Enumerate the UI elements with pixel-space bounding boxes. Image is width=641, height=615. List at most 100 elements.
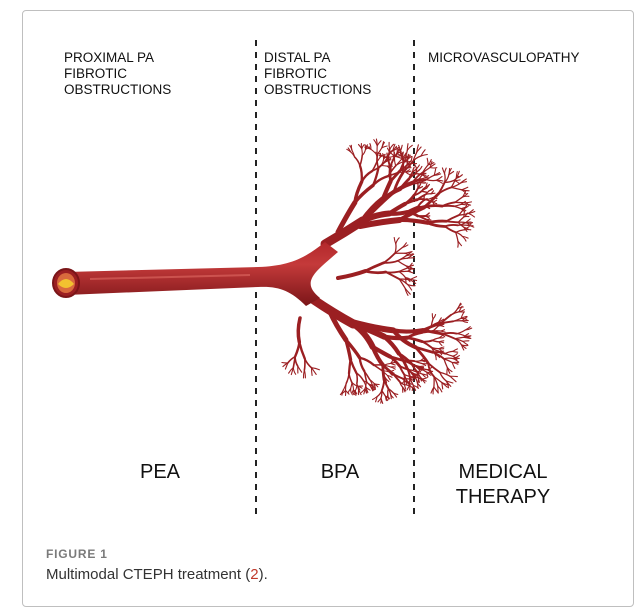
vessel-branch: [445, 225, 458, 227]
vessel-branch: [430, 168, 437, 169]
vessel-branch: [427, 180, 437, 181]
vessel-branch: [411, 157, 412, 161]
vessel-branch: [393, 330, 423, 331]
vessel-branch: [445, 227, 456, 233]
vessel-branch: [298, 318, 300, 342]
vessel-branch: [356, 373, 357, 383]
vessel-branch: [456, 230, 465, 233]
vessel-branch: [461, 204, 466, 205]
vessel-branch: [420, 166, 422, 169]
vessel-branch: [455, 197, 463, 203]
vessel-branch: [396, 238, 399, 244]
vessel-branch: [293, 368, 295, 375]
vessel-branch: [450, 376, 456, 381]
vessel-branch: [403, 159, 404, 173]
vessel-branch: [401, 145, 403, 151]
vessel-branch: [424, 206, 442, 208]
vessel-branch: [417, 165, 420, 168]
vessel-branch: [463, 196, 469, 197]
vessel-branch: [349, 360, 351, 374]
vessel-branch: [421, 191, 427, 192]
vessel-branch: [446, 215, 459, 221]
treatment-bpa: BPA: [285, 460, 395, 485]
vessel-branch: [404, 374, 405, 380]
vessel-branch: [391, 395, 392, 399]
vessel-branch: [453, 354, 457, 357]
vessel-branch: [400, 220, 428, 223]
vessel-branch: [432, 314, 433, 319]
vessel-branch: [303, 370, 304, 378]
main-pulmonary-artery: [53, 242, 338, 306]
vessel-branch: [463, 341, 468, 344]
vessel-branch: [382, 380, 384, 391]
treatment-medical-therapy: MEDICAL THERAPY: [428, 460, 578, 510]
vessel-branch: [304, 359, 305, 370]
vessel-branch: [394, 157, 395, 166]
vessel-branch: [351, 383, 352, 389]
region-title-proximal: PROXIMAL PA FIBROTIC OBSTRUCTIONS: [64, 50, 171, 98]
vessel-branch: [389, 212, 407, 214]
vessel-branch: [388, 389, 389, 395]
vessel-branch: [456, 330, 465, 334]
vessel-branch: [445, 354, 453, 357]
vessel-branch: [427, 158, 428, 165]
vessel-branch: [445, 351, 452, 353]
vessel-branch: [463, 341, 469, 342]
vessel-branch: [394, 150, 395, 157]
vessel-branch: [398, 258, 408, 261]
vessel-branch: [433, 315, 436, 320]
vessel-branch: [431, 193, 435, 194]
vessel-branch: [407, 258, 414, 259]
vessel-branch: [351, 145, 352, 150]
vessel-branch: [440, 331, 445, 332]
vessel-branch: [346, 373, 349, 383]
vessel-branch: [415, 164, 417, 168]
vessel-branch: [435, 354, 436, 359]
vessel-branch: [378, 158, 387, 168]
vessel-branch: [399, 272, 405, 278]
vessel-branch: [445, 168, 447, 173]
vessel-branch: [447, 368, 448, 375]
reference-link[interactable]: 2: [250, 566, 258, 583]
vessel-branch: [453, 351, 458, 352]
vessel-branch: [391, 363, 396, 365]
vessel-branch: [428, 223, 446, 227]
vessel-branch: [362, 149, 363, 156]
vessel-branch: [425, 194, 431, 195]
vessel-branch: [362, 145, 365, 149]
vessel-branch: [396, 157, 401, 159]
vessel-branch: [398, 261, 407, 266]
vessel-branch: [453, 321, 462, 322]
vessel-branch: [360, 156, 362, 166]
vessel-branch: [432, 340, 439, 342]
vessel-branch: [312, 368, 313, 376]
vessel-branch: [377, 155, 378, 168]
vessel-branch: [462, 187, 468, 190]
vessel-branch: [446, 221, 458, 222]
vessel-branch: [405, 200, 417, 204]
vessel-branch: [305, 359, 312, 368]
figure-caption: Multimodal CTEPH treatment (2).: [46, 566, 268, 583]
vessel-branch: [355, 157, 360, 166]
vessel-branch: [456, 334, 465, 337]
vessel-branch: [445, 173, 446, 182]
vessel-branch: [298, 366, 302, 372]
vessel-branch: [365, 271, 386, 273]
vessel-branch: [389, 142, 390, 149]
vessel-branch: [355, 383, 357, 390]
vessel-branch: [451, 187, 461, 189]
vessel-branch: [362, 171, 373, 182]
vessel-branch: [295, 342, 299, 357]
figure-label: FIGURE 1: [46, 547, 108, 561]
vessel-branch: [365, 263, 384, 271]
treatment-pea: PEA: [105, 460, 215, 485]
vessel-branch: [420, 182, 425, 183]
vessel-branch: [408, 271, 413, 273]
vessel-branch: [432, 338, 439, 340]
vessel-branch: [377, 141, 381, 146]
region-title-distal: DISTAL PA FIBROTIC OBSTRUCTIONS: [264, 50, 371, 98]
vessel-branch: [338, 271, 365, 278]
vessel-branch: [360, 166, 362, 182]
region-title-micro: MICROVASCULOPATHY: [428, 50, 580, 66]
vessel-branch: [454, 206, 461, 209]
